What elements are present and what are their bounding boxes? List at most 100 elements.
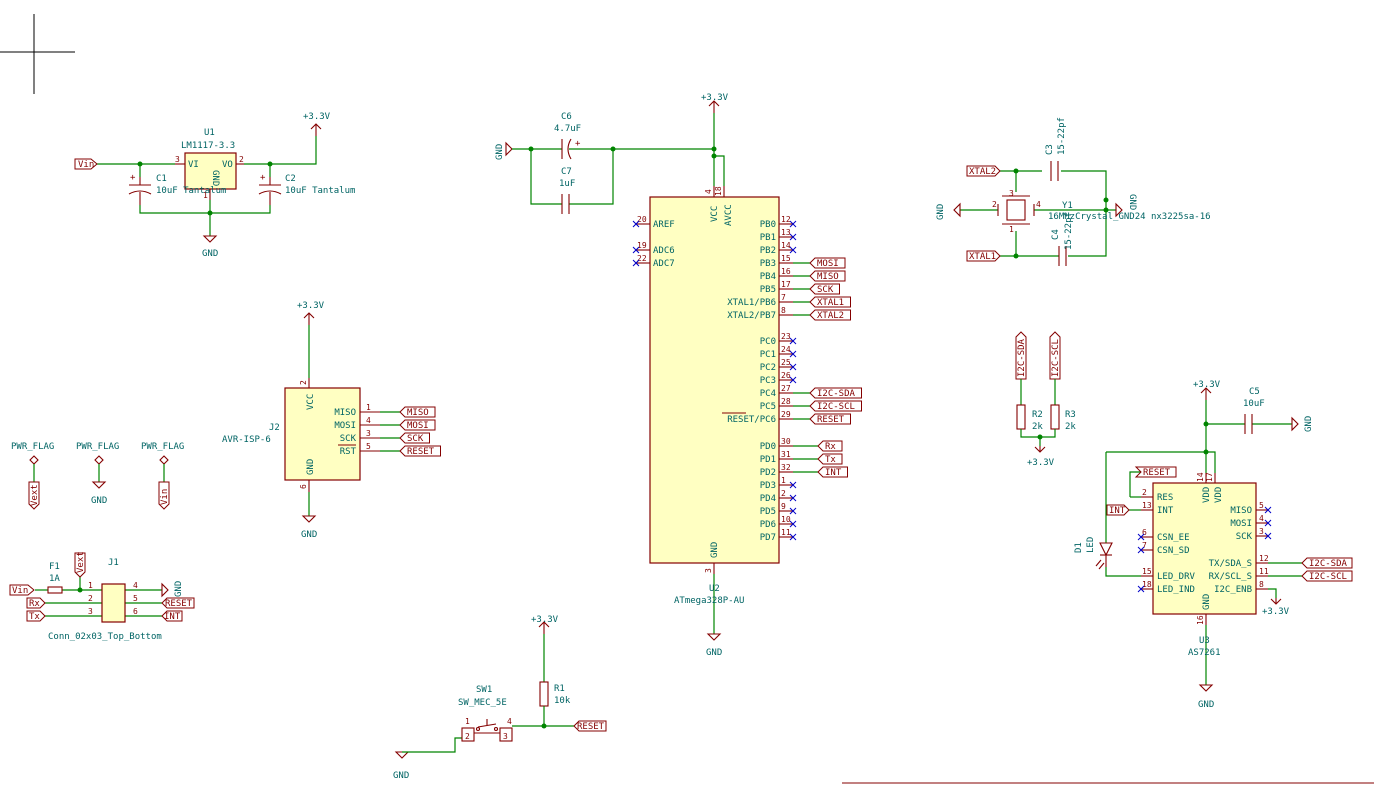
label-int-j1[interactable]: INT <box>161 610 183 622</box>
svg-text:INT: INT <box>1109 506 1126 516</box>
label-reset-j1[interactable]: RESET <box>161 597 195 609</box>
u2-label-int[interactable]: INT <box>817 466 848 478</box>
resistors-r2-r3[interactable]: I2C-SDA I2C-SCL +3.3V R2 2k R3 2k <box>1015 331 1076 468</box>
svg-text:MISO: MISO <box>1230 506 1252 516</box>
svg-text:32: 32 <box>781 463 791 472</box>
svg-text:3: 3 <box>88 607 93 616</box>
crystal-y1[interactable]: 3 1 2 4 Y1 16MHzCrystal_GND24 nx3225sa-1… <box>936 117 1211 266</box>
label-int-u3[interactable]: INT <box>1106 504 1130 516</box>
j2-pin-vcc: VCC <box>306 394 316 410</box>
label-rx-j1[interactable]: Rx <box>26 597 46 609</box>
switch-sw1[interactable]: GND 1 2 3 4 SW1 SW_MEC_5E <box>393 685 574 781</box>
u2-label-miso[interactable]: MISO <box>809 270 846 282</box>
label-i2c-scl-u3[interactable]: I2C-SCL <box>1268 570 1353 582</box>
label-xtal2-y1[interactable]: XTAL2 <box>966 165 1001 177</box>
capacitor-c6-c7[interactable]: GND + C6 4.7uF C7 1uF <box>495 112 717 214</box>
j2-pin-gnd: GND <box>306 459 316 475</box>
u2-pin-gnd: GND <box>710 542 720 558</box>
j2-label-mosi[interactable]: MOSI <box>399 419 436 431</box>
label-tx-j1[interactable]: Tx <box>26 610 46 622</box>
u2-label-i2c-sda[interactable]: I2C-SDA <box>809 387 862 399</box>
svg-text:Tx: Tx <box>825 455 836 465</box>
svg-text:12: 12 <box>781 215 791 224</box>
svg-text:GND: GND <box>202 249 218 259</box>
label-reset-sw1[interactable]: RESET <box>573 720 607 732</box>
svg-text:+3.3V: +3.3V <box>303 112 331 122</box>
svg-text:RESET: RESET <box>407 447 435 457</box>
svg-text:5: 5 <box>366 442 371 451</box>
svg-text:15: 15 <box>781 254 791 263</box>
capacitor-c1[interactable]: + C1 10uF Tantalum <box>128 173 226 205</box>
j2-label-miso[interactable]: MISO <box>399 406 436 418</box>
label-i2c-sda-u3[interactable]: I2C-SDA <box>1268 557 1353 569</box>
u2-label-reset[interactable]: RESET <box>809 413 851 425</box>
resistor-r1[interactable]: +3.3V R1 10k <box>531 615 571 726</box>
u1-pin-num: 1 <box>203 191 208 200</box>
crosshair-cursor <box>0 14 75 94</box>
connector-j1[interactable]: 1 2 3 4 5 6 J1 Conn_02x03_Top_Bottom <box>35 558 162 642</box>
u3-ref: U3 <box>1199 636 1210 646</box>
mcu-u2[interactable]: +3.3V 4 18 VCC AVCC 3 GND GND U2 ATmega3… <box>632 93 818 658</box>
r2-value: 2k <box>1032 422 1043 432</box>
fuse-f1[interactable]: F1 1A <box>47 562 63 594</box>
svg-text:1: 1 <box>88 581 93 590</box>
svg-text:INT: INT <box>825 468 842 478</box>
j2-label-sck[interactable]: SCK <box>399 432 430 444</box>
svg-text:30: 30 <box>781 437 791 446</box>
regulator-u1[interactable]: VI VO GND 3 2 1 U1 LM1117-3.3 <box>96 128 317 236</box>
label-vext-j1[interactable]: Vext <box>74 551 86 578</box>
svg-text:1: 1 <box>781 476 786 485</box>
u3-pin-rx-scl_s: RX/SCL_S11 <box>1209 567 1269 582</box>
j2-value: AVR-ISP-6 <box>222 435 271 445</box>
label-vin-u1[interactable]: Vin <box>74 158 98 170</box>
svg-text:+3.3V: +3.3V <box>701 93 729 103</box>
u2-ref: U2 <box>709 584 720 594</box>
led-d1[interactable]: D1 LED <box>1074 537 1113 570</box>
svg-text:SCK: SCK <box>340 434 357 444</box>
svg-text:GND: GND <box>706 648 722 658</box>
svg-text:CSN_SD: CSN_SD <box>1157 546 1190 556</box>
svg-text:ADC7: ADC7 <box>653 259 675 269</box>
u2-label-sck[interactable]: SCK <box>809 283 840 295</box>
pwr-flag-vext: PWR_FLAG Vext <box>11 442 54 510</box>
label-xtal1-y1[interactable]: XTAL1 <box>966 250 1001 262</box>
connector-j2-isp[interactable]: +3.3V GND VCC 2 GND 6 J2 AVR-ISP-6 MISO1… <box>222 301 441 540</box>
svg-text:13: 13 <box>1142 501 1152 510</box>
sensor-u3[interactable]: +3.3V C5 10uF GND 14 17 VDD VDD 16 GND G… <box>1105 380 1314 710</box>
label-reset-u3[interactable]: RESET <box>1134 466 1177 478</box>
u1-value: LM1117-3.3 <box>181 141 235 151</box>
svg-text:4: 4 <box>507 717 512 726</box>
svg-text:4: 4 <box>704 189 713 194</box>
svg-text:3: 3 <box>503 732 508 741</box>
svg-text:Rx: Rx <box>825 442 836 452</box>
svg-text:XTAL1: XTAL1 <box>969 252 996 262</box>
u2-label-tx[interactable]: Tx <box>817 453 843 465</box>
sw1-ref: SW1 <box>476 685 492 695</box>
c3-value: 15-22pf <box>1057 117 1067 155</box>
label-vin-j1[interactable]: Vin <box>9 584 35 596</box>
u2-label-xtal2[interactable]: XTAL2 <box>809 309 851 321</box>
r1-value: 10k <box>554 696 571 706</box>
u2-label-rx[interactable]: Rx <box>817 440 843 452</box>
svg-text:27: 27 <box>781 384 791 393</box>
u2-label-mosi[interactable]: MOSI <box>809 257 846 269</box>
j2-label-rst[interactable]: RESET <box>399 445 441 457</box>
capacitor-c2[interactable]: + C2 10uF Tantalum <box>258 173 355 205</box>
u2-label-i2c-scl[interactable]: I2C-SCL <box>809 400 862 412</box>
u3-pin-csn_sd: CSN_SD7 <box>1137 541 1190 556</box>
c1-value: 10uF Tantalum <box>156 186 226 196</box>
svg-text:I2C-SCL: I2C-SCL <box>1309 572 1347 582</box>
c1-ref: C1 <box>156 174 167 184</box>
f1-value: 1A <box>49 574 60 584</box>
u2-label-xtal1[interactable]: XTAL1 <box>809 296 851 308</box>
